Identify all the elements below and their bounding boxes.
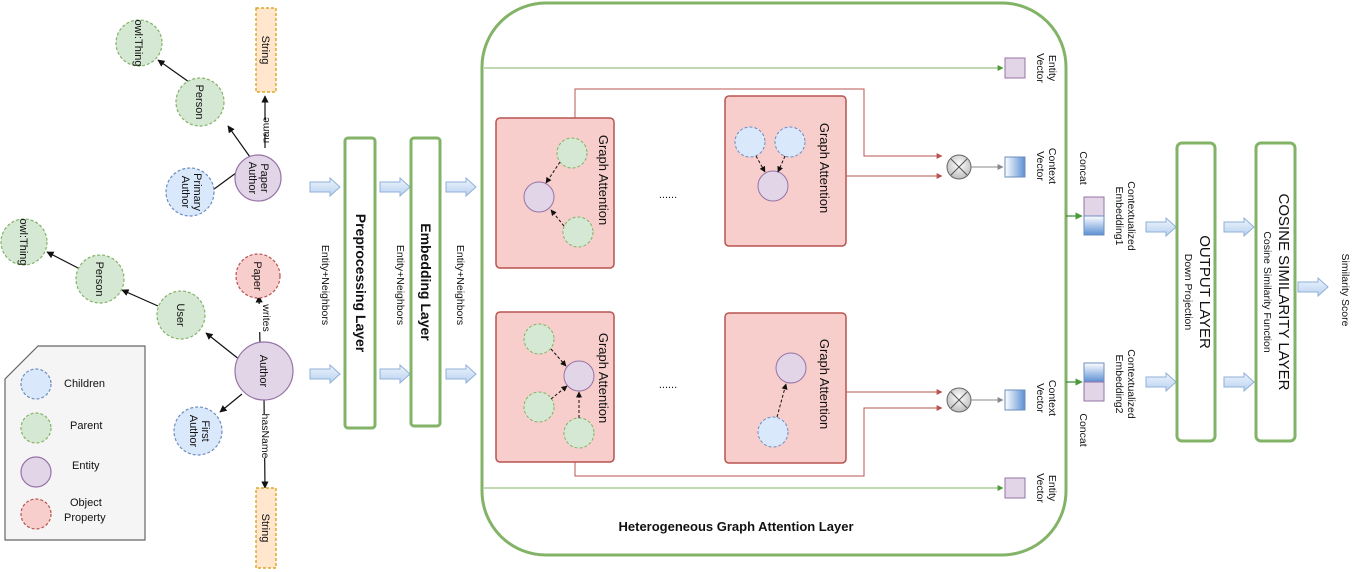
bottom-ontology-graph: writes hasName owl:Thing Person User Pap… [0, 218, 294, 569]
context-vector-top-l1: Context [1046, 148, 1058, 184]
legend-object-property-swatch [20, 498, 52, 530]
contextualized-1-l1: Contextualized [1125, 181, 1137, 251]
ellipsis-top: ...... [659, 189, 677, 201]
embedding-layer: Embedding Layer [409, 136, 442, 428]
ga-label-tr: Graph Attention [817, 123, 832, 213]
context-vector-top [1004, 156, 1026, 178]
string-label-bottom: String [259, 514, 271, 543]
graph-attention-box-top-right: Graph Attention [724, 95, 847, 247]
hasname-edge-label: hasName [259, 414, 271, 459]
contextualized-2-l2: Embedding2 [1113, 355, 1125, 414]
primary-author-line1: Primary [191, 173, 203, 211]
person-node-top [175, 77, 225, 127]
entity-vector-top-l1: Entity [1046, 55, 1058, 82]
paper-author-node [234, 154, 282, 202]
cosine-layer-title: COSINE SIMILARITY LAYER [1275, 194, 1292, 391]
contextualized-embedding-1 [1083, 196, 1105, 236]
legend-parent-label: Parent [70, 420, 102, 432]
graph-attention-box-top-left: Graph Attention [495, 117, 615, 269]
legend-object-label-1: Object [70, 497, 102, 509]
owl-thing-node-top [115, 19, 163, 67]
legend-object-label-2: Property [64, 512, 106, 524]
legend-entity-swatch [20, 456, 52, 488]
paper-author-line1: Paper [258, 163, 270, 193]
paper-author-line2: Author [246, 162, 258, 195]
contextualized-embedding-2 [1083, 362, 1105, 402]
ga-label-tl: Graph Attention [596, 135, 611, 225]
string-label-top: String [259, 36, 271, 65]
entity-vector-bottom-l1: Entity [1046, 475, 1058, 502]
preprocessing-layer: Preprocessing Layer [343, 136, 377, 430]
first-author-node [173, 406, 223, 456]
string-node-top [255, 7, 277, 93]
ga-label-br: Graph Attention [817, 339, 832, 429]
legend-parent-swatch [20, 412, 52, 444]
context-vector-top-l2: Vector [1034, 151, 1046, 181]
writes-edge-label: writes [260, 303, 272, 331]
similarity-score-label: Similarity Score [1339, 254, 1351, 327]
contextualized-1-l2: Embedding1 [1113, 187, 1125, 246]
first-author-line2: Author [187, 415, 199, 448]
context-vector-bottom-l1: Context [1046, 380, 1058, 416]
entity-vector-bottom [1004, 477, 1026, 499]
entity-vector-bottom-l2: Vector [1034, 473, 1046, 503]
person-node-bottom [75, 254, 125, 304]
context-vector-bottom [1004, 389, 1026, 411]
embedding-layer-label: Embedding Layer [418, 223, 434, 341]
preprocessing-layer-label: Preprocessing Layer [353, 214, 369, 353]
top-ontology-graph: name owl:Thing Person String Paper Autho… [115, 7, 282, 217]
user-node [156, 290, 206, 340]
graph-attention-box-bottom-left: Graph Attention [495, 311, 615, 463]
multiply-node-bottom [946, 387, 972, 413]
author-node [234, 341, 294, 401]
ellipsis-bottom: ...... [659, 379, 677, 391]
contextualized-2-l1: Contextualized [1125, 349, 1137, 419]
legend: Children Parent Entity Object Property [4, 345, 146, 541]
person-label-bottom: Person [93, 262, 105, 297]
concat-label-bottom: Concat [1077, 413, 1089, 446]
legend-children-swatch [20, 368, 52, 400]
flow-arrows [309, 176, 1329, 393]
graph-attention-box-bottom-right: Graph Attention [724, 312, 847, 464]
edge-label-entity-neighbors-3: Entity+Neighbors [454, 245, 466, 325]
legend-children-label: Children [64, 378, 105, 390]
author-label: Author [257, 355, 269, 388]
first-author-line1: First [199, 420, 211, 441]
primary-author-line2: Author [179, 176, 191, 209]
context-vector-bottom-l2: Vector [1034, 383, 1046, 413]
output-layer-subtitle: Down Projection [1182, 254, 1194, 331]
hgal-container: Heterogeneous Graph Attention Layer [480, 1, 1068, 557]
string-node-bottom [255, 487, 277, 569]
paper-label: Paper [251, 261, 263, 291]
output-layer: OUTPUT LAYER Down Projection [1175, 141, 1217, 443]
owl-thing-label-top: owl:Thing [132, 19, 144, 66]
hgal-title: Heterogeneous Graph Attention Layer [619, 519, 854, 534]
concat-label-top: Concat [1077, 151, 1089, 184]
edge-label-entity-neighbors-1: Entity+Neighbors [319, 245, 331, 325]
cosine-similarity-layer: COSINE SIMILARITY LAYER Cosine Similarit… [1254, 141, 1297, 443]
multiply-node-top [946, 154, 972, 180]
edge-label-entity-neighbors-2: Entity+Neighbors [394, 245, 406, 325]
owl-thing-node-bottom [0, 218, 48, 266]
entity-vector-top-l2: Vector [1034, 53, 1046, 83]
owl-thing-label-bottom: owl:Thing [17, 218, 29, 265]
output-layer-title: OUTPUT LAYER [1196, 235, 1213, 349]
user-label: User [174, 303, 186, 327]
paper-node [235, 253, 281, 299]
person-label-top: Person [193, 85, 205, 120]
name-edge-label: name [260, 117, 272, 143]
ga-label-bl: Graph Attention [596, 333, 611, 423]
entity-vector-top [1004, 57, 1026, 79]
legend-entity-label: Entity [72, 460, 100, 472]
primary-author-node [165, 167, 215, 217]
cosine-layer-subtitle: Cosine Similarity Function [1261, 231, 1273, 353]
